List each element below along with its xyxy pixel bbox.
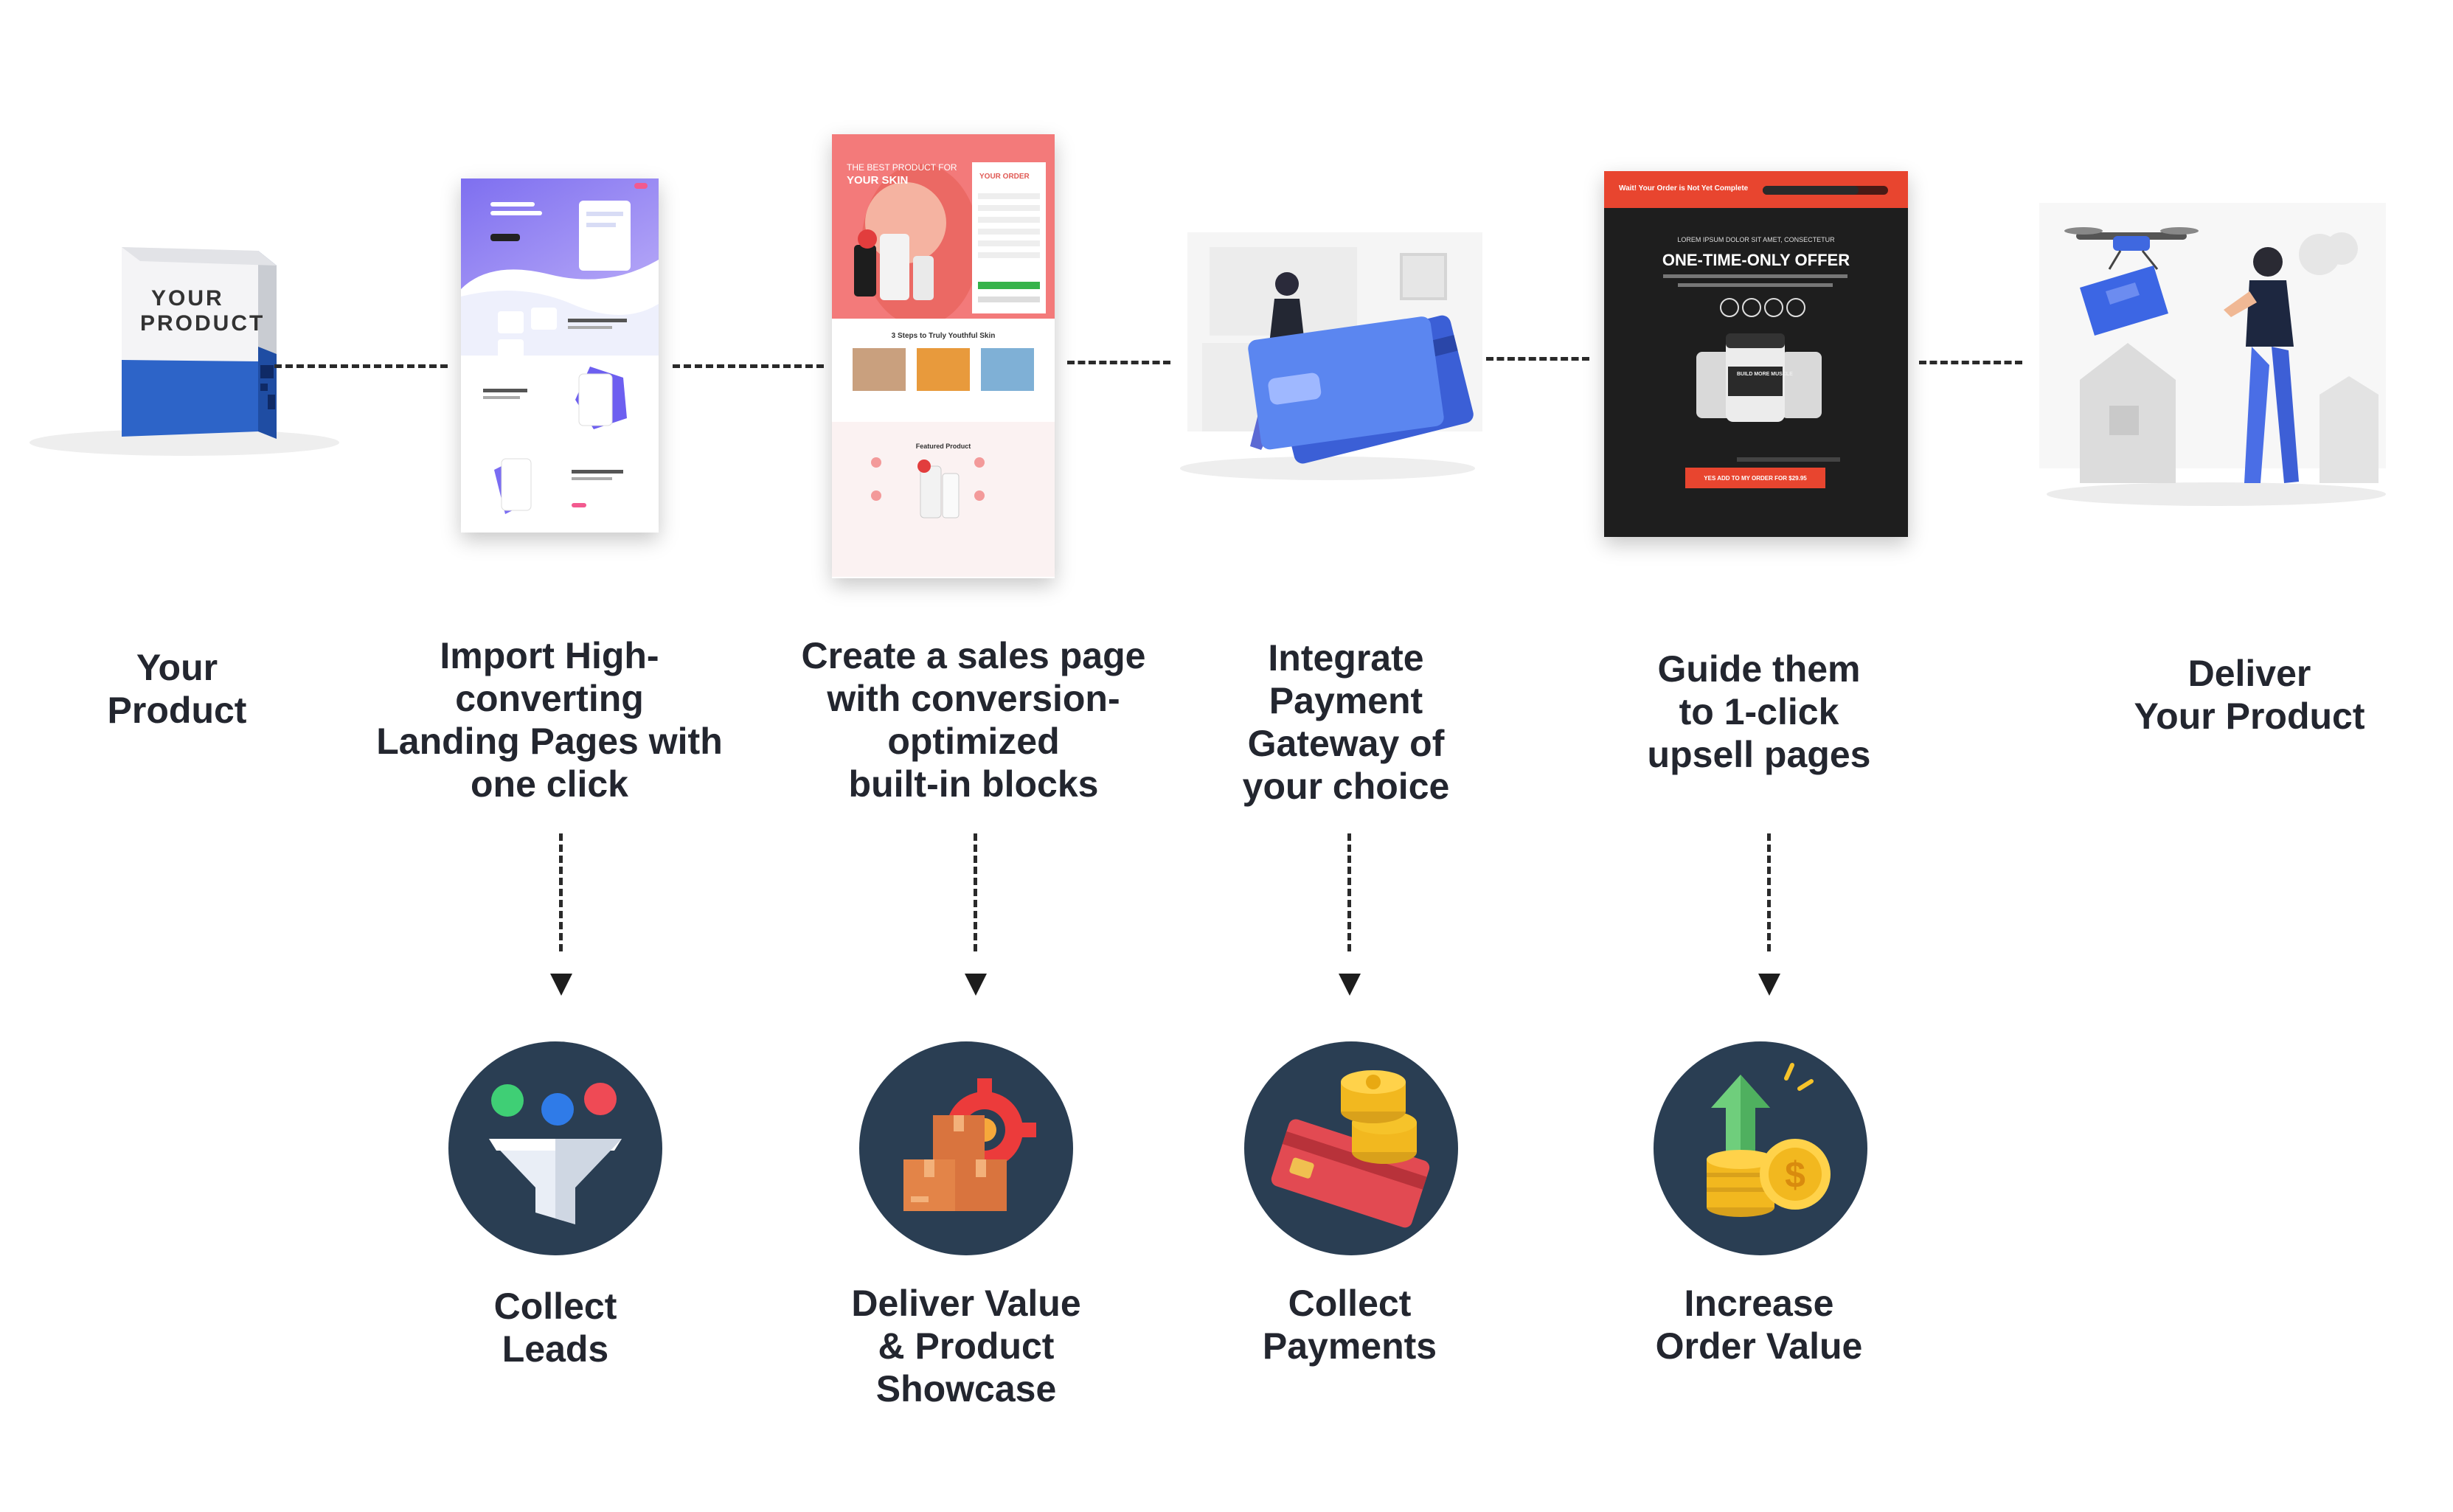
arrowhead-3 [1339,974,1361,996]
sales-featured: Featured Product [915,443,971,450]
product-box-line1: YOUR [151,286,224,311]
funnel-icon [448,1041,662,1255]
step-label-integrate-payment: Integrate Payment Gateway of your choice [1242,637,1450,807]
arrow-line-1 [559,833,563,951]
sales-form-title: YOUR ORDER [979,173,1030,181]
arrow-line-2 [974,833,977,951]
coins-arrow-icon: $ [1654,1041,1867,1255]
payment-card-illustration [1158,225,1490,490]
step-label-import-landing-pages: Import High- converting Landing Pages wi… [376,635,723,805]
connector-3-4 [1067,361,1170,364]
landing-page-thumbnail [461,178,659,533]
step-label-create-sales-page: Create a sales page with conversion- opt… [801,635,1146,805]
arrowhead-1 [550,974,572,996]
upsell-cta-label: YES ADD TO MY ORDER FOR $29.95 [1704,474,1807,482]
connector-5-6 [1919,361,2022,364]
connector-2-3 [673,364,824,368]
arrowhead-2 [965,974,987,996]
arrowhead-4 [1758,974,1780,996]
sales-hero-line2: YOUR SKIN [847,174,909,187]
sales-hero-line1: THE BEST PRODUCT FOR [847,162,957,173]
upsell-kicker: LOREM IPSUM DOLOR SIT AMET, CONSECTETUR [1677,236,1835,243]
product-box-icon: YOUR PRODUCT [15,229,354,465]
upsell-page-thumbnail: Wait! Your Order is Not Yet Complete LOR… [1604,171,1908,537]
sales-section-title: 3 Steps to Truly Youthful Skin [891,332,996,340]
upsell-cta-button[interactable]: YES ADD TO MY ORDER FOR $29.95 [1685,468,1825,488]
arrow-line-3 [1347,833,1351,951]
outcome-label-increase-order-value: Increase Order Value [1655,1283,1863,1367]
step-label-upsell-pages: Guide them to 1-click upsell pages [1647,648,1871,775]
outcome-label-collect-leads: Collect Leads [493,1286,617,1370]
arrow-line-4 [1767,833,1771,951]
outcome-label-deliver-value: Deliver Value & Product Showcase [851,1283,1081,1409]
svg-text:$: $ [1785,1154,1805,1196]
upsell-headline: ONE-TIME-ONLY OFFER [1662,251,1850,269]
sales-page-thumbnail: THE BEST PRODUCT FOR YOUR SKIN YOUR ORDE… [832,134,1055,578]
outcome-label-collect-payments: Collect Payments [1262,1283,1437,1367]
upsell-product-label: BUILD MORE MUSCLE [1737,372,1793,377]
upsell-banner: Wait! Your Order is Not Yet Complete [1619,184,1749,193]
drone-delivery-illustration [2010,188,2423,527]
step-label-deliver-product: Deliver Your Product [2134,653,2365,737]
connector-4-5 [1486,357,1589,361]
product-box-line2: PRODUCT [140,311,266,336]
connector-1-2 [274,364,448,368]
gear-boxes-icon [859,1041,1073,1255]
step-label-your-product: Your Product [107,647,247,731]
card-coins-icon [1244,1041,1458,1255]
